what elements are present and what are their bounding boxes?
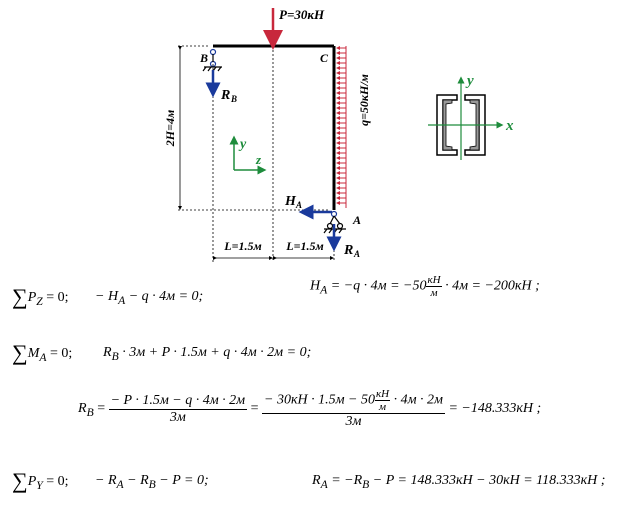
reaction-RA-label: R <box>343 243 353 258</box>
span-dimensions: L=1.5м L=1.5м <box>213 239 334 260</box>
load-q-label: q=50кН/м <box>357 74 371 126</box>
reaction-HA-label: H <box>284 194 297 209</box>
q-load-arrowhead <box>336 151 340 155</box>
q-load-arrowhead <box>336 86 340 90</box>
local-axis-z-label: z <box>255 152 262 167</box>
q-load-arrowhead <box>336 66 340 70</box>
equation-sum-MA: ∑MA = 0; <box>12 340 73 365</box>
q-load-arrowhead <box>336 96 340 100</box>
q-load-arrowhead <box>336 176 340 180</box>
equation-PY-body: − RA − RB − P = 0; <box>95 473 209 491</box>
q-load-arrowhead <box>336 61 340 65</box>
distributed-load-q <box>336 46 347 208</box>
load-P-label: P=30кН <box>279 7 325 22</box>
q-load-arrowhead <box>336 121 340 125</box>
cross-section-channels: y x <box>428 73 514 160</box>
q-load-arrowhead <box>336 181 340 185</box>
q-load-arrowhead <box>336 156 340 160</box>
q-load-arrowhead <box>336 131 340 135</box>
q-load-arrowhead <box>336 171 340 175</box>
equation-PZ-body: − HA − q · 4м = 0; <box>95 289 204 307</box>
q-load-arrowhead <box>336 111 340 115</box>
q-load-arrowhead <box>336 146 340 150</box>
q-load-arrowhead <box>336 81 340 85</box>
q-load-arrowhead <box>336 106 340 110</box>
point-A-label: A <box>352 213 361 227</box>
equation-RA-result: RA = −RB − P = 148.333кН − 30кН = 118.33… <box>312 473 606 491</box>
section-axis-x-label: x <box>505 118 514 134</box>
point-load-P: P=30кН <box>263 7 325 50</box>
q-load-arrowhead <box>336 71 340 75</box>
q-load-arrowhead <box>336 166 340 170</box>
q-load-arrowhead <box>336 56 340 60</box>
reaction-RB: R B <box>205 70 237 104</box>
point-C-label: C <box>320 51 329 65</box>
equation-sum-PZ: ∑PZ = 0; <box>12 284 69 309</box>
q-load-arrowhead <box>336 136 340 140</box>
point-B-label: B <box>199 51 208 65</box>
q-load-arrowhead <box>336 51 340 55</box>
equation-sum-PY: ∑PY = 0; <box>12 468 69 493</box>
reaction-RB-label: R <box>220 88 230 103</box>
q-load-arrowhead <box>336 196 340 200</box>
reaction-RA-sub: A <box>353 249 360 259</box>
reaction-RA: R A <box>326 224 360 259</box>
frame-structure <box>213 44 336 210</box>
q-load-arrowhead <box>336 101 340 105</box>
q-load-arrowhead <box>336 161 340 165</box>
span-right-label: L=1.5м <box>285 239 323 253</box>
q-load-arrowhead <box>336 116 340 120</box>
reaction-HA-sub: A <box>295 200 302 210</box>
q-load-arrowhead <box>336 76 340 80</box>
q-load-arrowhead <box>336 141 340 145</box>
height-dimension: 2H=4м <box>163 46 182 210</box>
local-axis-y-label: y <box>238 137 247 152</box>
height-dim-label: 2H=4м <box>163 110 177 147</box>
span-left-label: L=1.5м <box>223 239 261 253</box>
local-axes: y z <box>229 135 267 175</box>
q-load-arrowhead <box>336 91 340 95</box>
frame-diagram: 2H=4м L=1.5м L=1.5м P=30кН q=50кН/м B C … <box>163 7 514 262</box>
q-load-arrowhead <box>336 186 340 190</box>
q-load-arrowhead <box>336 126 340 130</box>
reaction-RB-sub: B <box>230 94 237 104</box>
q-load-arrowhead <box>336 191 340 195</box>
reaction-HA: H A <box>284 194 332 220</box>
q-load-arrowhead <box>336 46 340 50</box>
equation-MA-body: RB · 3м + P · 1.5м + q · 4м · 2м = 0; <box>103 345 312 363</box>
q-load-arrowhead <box>336 201 340 205</box>
section-axis-y-label: y <box>465 73 474 89</box>
